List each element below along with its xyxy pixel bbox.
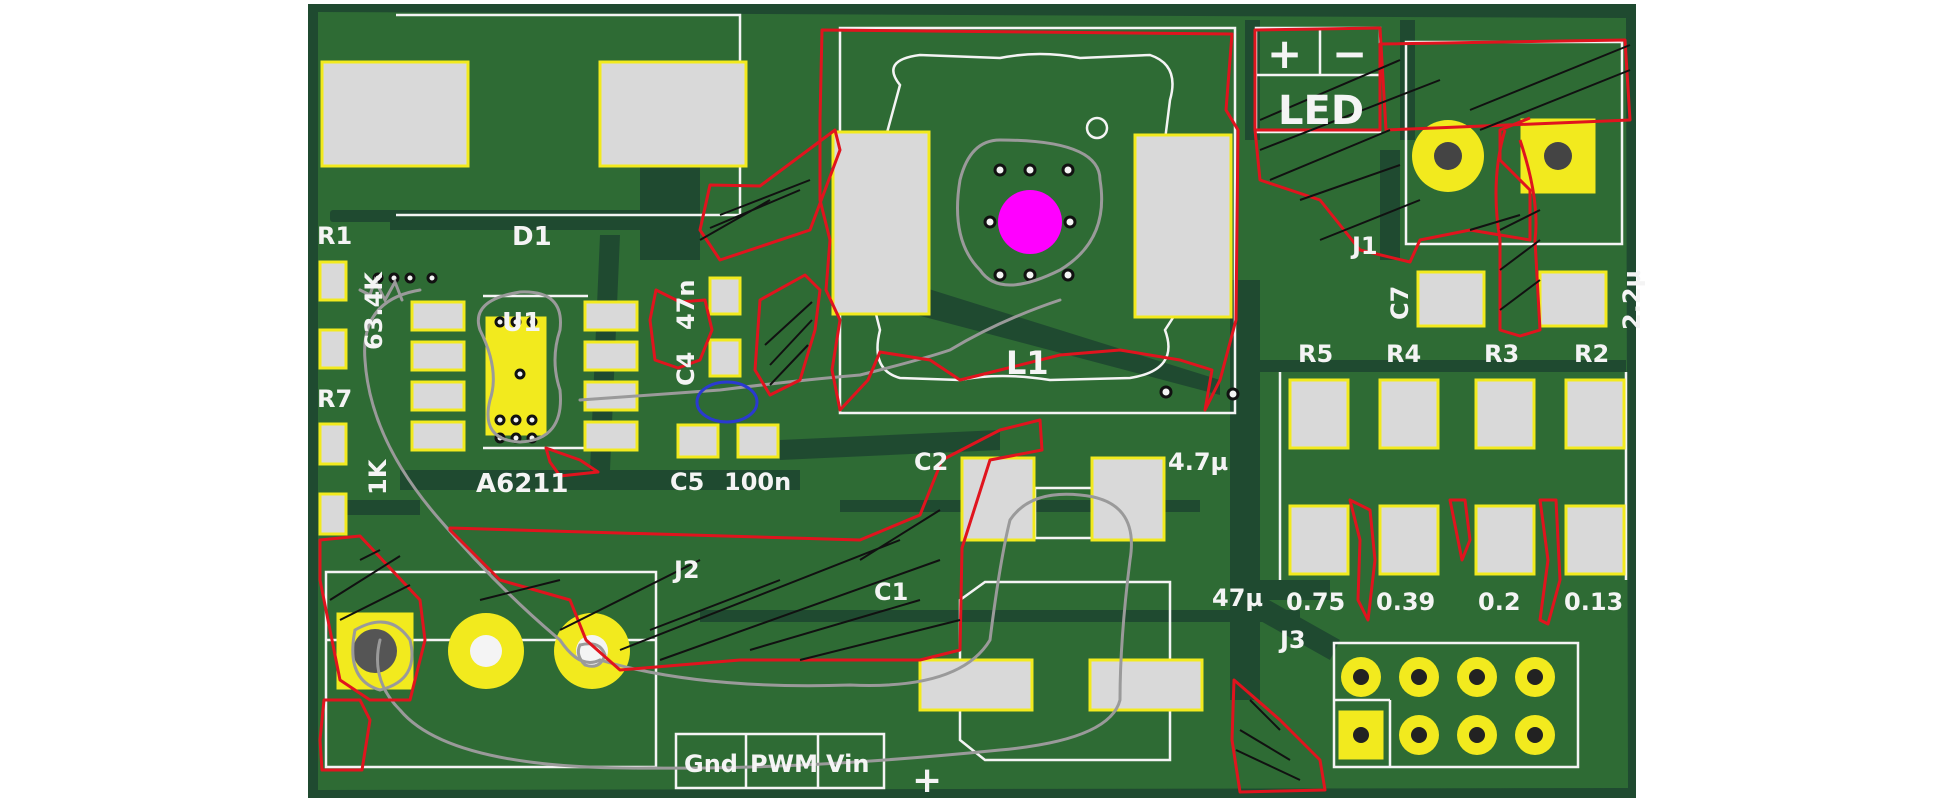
l1-pad-right bbox=[1133, 133, 1233, 319]
r7-label: R7 bbox=[317, 385, 352, 413]
led-plus-label: + bbox=[1267, 29, 1302, 78]
c4-pad-bottom bbox=[708, 338, 742, 378]
through-hole-pads bbox=[353, 120, 1572, 755]
silkscreen-labels: D1 R1 63.4K U1 A6211 R7 1K C4 47n C5 100… bbox=[317, 29, 1646, 801]
r5-pad-bottom bbox=[1288, 504, 1350, 576]
r1-pad-top bbox=[318, 260, 348, 302]
c1-pad-right bbox=[1088, 658, 1204, 712]
c4-value: 47n bbox=[672, 280, 700, 330]
r7-value: 1K bbox=[364, 458, 392, 495]
u1-pin-8 bbox=[583, 420, 639, 452]
r2-pad-bottom bbox=[1564, 504, 1626, 576]
c5-pad-right bbox=[736, 423, 780, 459]
j1-pin-2-hole bbox=[1544, 142, 1572, 170]
pwm-label: PWM bbox=[750, 750, 818, 778]
l1-label: L1 bbox=[1006, 344, 1049, 382]
r1-pad-bottom bbox=[318, 328, 348, 370]
r3-pad-bottom bbox=[1474, 504, 1536, 576]
d1-label: D1 bbox=[512, 222, 552, 252]
d1-pad-left bbox=[320, 60, 470, 168]
c1-value: 47µ bbox=[1212, 584, 1263, 612]
u1-pin-3 bbox=[410, 380, 466, 412]
r4-value: 0.39 bbox=[1376, 588, 1435, 616]
gnd-label: Gnd bbox=[684, 750, 738, 778]
j2-label: J2 bbox=[672, 556, 700, 584]
j3-label: J3 bbox=[1278, 626, 1306, 654]
c7-pad-left bbox=[1416, 270, 1486, 328]
led-label: LED bbox=[1278, 88, 1364, 134]
j1-label: J1 bbox=[1350, 232, 1378, 260]
c5-value: 100n bbox=[724, 468, 791, 496]
vin-plus-label: + bbox=[912, 760, 942, 801]
c7-label: C7 bbox=[1386, 286, 1414, 320]
red-annotations bbox=[318, 26, 1632, 794]
r2-value: 0.13 bbox=[1564, 588, 1623, 616]
u1-label: U1 bbox=[502, 308, 541, 338]
r1-label: R1 bbox=[317, 222, 352, 250]
j2-pin-1 bbox=[353, 629, 397, 673]
c4-pad-top bbox=[708, 276, 742, 316]
u1-pin-4 bbox=[410, 420, 466, 452]
r7-pad-top bbox=[318, 422, 348, 466]
j2-pin-2-hole bbox=[470, 635, 502, 667]
c7-pad-right bbox=[1538, 270, 1608, 328]
u1-pin-2 bbox=[410, 340, 466, 372]
r5-label: R5 bbox=[1298, 340, 1333, 368]
r3-value: 0.2 bbox=[1478, 588, 1521, 616]
r4-pad-top bbox=[1378, 378, 1440, 450]
gray-annotations bbox=[351, 138, 1133, 770]
r3-label: R3 bbox=[1484, 340, 1519, 368]
u1-pin-1 bbox=[410, 300, 466, 332]
j1-pin-1-hole bbox=[1434, 142, 1462, 170]
l1-center-via bbox=[998, 190, 1062, 254]
r2-pad-top bbox=[1564, 378, 1626, 450]
led-minus-label: − bbox=[1332, 29, 1367, 78]
d1-pad-right bbox=[598, 60, 748, 168]
r5-pad-top bbox=[1288, 378, 1350, 450]
r4-label: R4 bbox=[1386, 340, 1421, 368]
c4-label: C4 bbox=[672, 352, 700, 386]
c5-pad-left bbox=[676, 423, 720, 459]
black-hatching bbox=[329, 44, 1631, 781]
c1-pad-left bbox=[918, 658, 1034, 712]
u1-part: A6211 bbox=[476, 469, 569, 499]
c2-label: C2 bbox=[914, 448, 948, 476]
c1-label: C1 bbox=[874, 578, 908, 606]
r5-value: 0.75 bbox=[1286, 588, 1345, 616]
r3-pad-top bbox=[1474, 378, 1536, 450]
l1-pad-left bbox=[831, 130, 931, 316]
r1-value: 63.4K bbox=[360, 271, 388, 350]
c5-label: C5 bbox=[670, 468, 704, 496]
u1-pin-6 bbox=[583, 340, 639, 372]
c2-pad-left bbox=[960, 456, 1036, 542]
r4-pad-bottom bbox=[1378, 504, 1440, 576]
r2-label: R2 bbox=[1574, 340, 1609, 368]
r7-pad-bottom bbox=[318, 492, 348, 536]
c7-value: 2.2µ bbox=[1618, 270, 1646, 330]
vin-label: Vin bbox=[826, 750, 869, 778]
blue-annotation bbox=[695, 380, 759, 424]
c2-value: 4.7µ bbox=[1168, 448, 1228, 476]
u1-pin-5 bbox=[583, 300, 639, 332]
